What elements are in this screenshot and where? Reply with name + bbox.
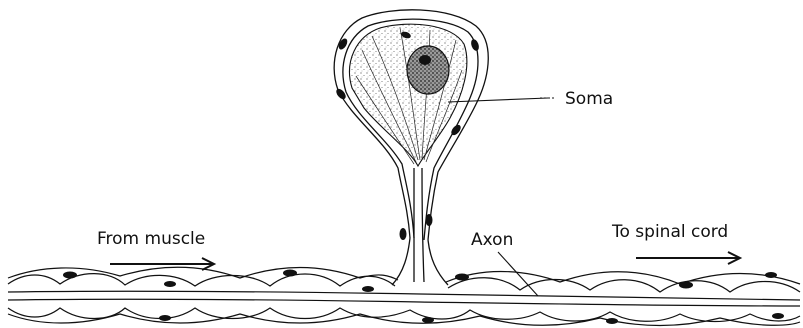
arrow-to-spinal-cord-icon [636,252,740,264]
nucleus [407,46,449,94]
label-axon: Axon [471,232,513,249]
label-soma: Soma [565,91,613,108]
label-to-spinal-cord: To spinal cord [612,224,728,241]
soma-leader-line [448,98,556,102]
stem-cell-nuclei [400,214,433,240]
label-from-muscle: From muscle [97,231,205,248]
stem-process [392,168,448,285]
soma [334,10,488,240]
axon [8,267,800,325]
